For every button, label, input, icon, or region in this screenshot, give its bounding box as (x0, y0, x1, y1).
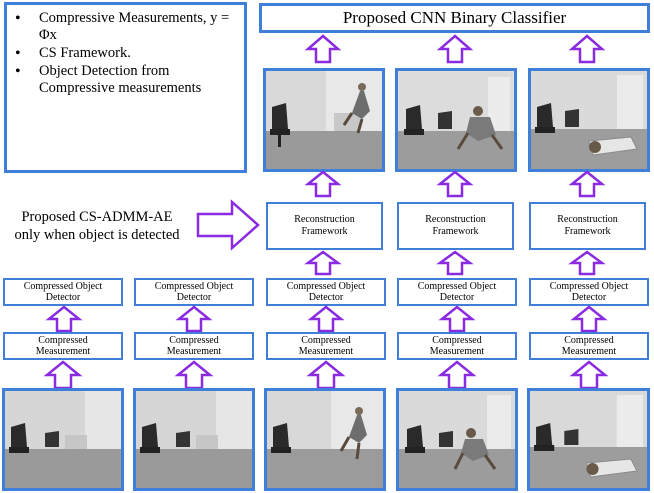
detector-label: Detector (439, 292, 475, 303)
input-frame-5 (527, 388, 650, 491)
measurement-label: Measurement (35, 346, 91, 357)
measurement-label: Compressed (169, 335, 219, 346)
input-frame-2 (133, 388, 255, 491)
up-arrow-icon (437, 360, 477, 390)
up-arrow-icon (436, 34, 474, 64)
up-arrow-icon (438, 305, 476, 333)
reconstructed-frame-3 (528, 68, 650, 172)
up-arrow-icon (570, 305, 608, 333)
bullet-item: Compressive Measurements, y = Φx (15, 10, 238, 44)
detector-label: Detector (45, 292, 81, 303)
up-arrow-icon (436, 170, 474, 198)
up-arrow-icon (45, 305, 83, 333)
detector-label: Compressed Object (154, 281, 234, 292)
cnn-classifier-label: Proposed CNN Binary Classifier (342, 8, 567, 27)
up-arrow-icon (568, 34, 606, 64)
up-arrow-icon (568, 170, 606, 198)
measurement-label: Compressed (432, 335, 482, 346)
up-arrow-icon (569, 360, 609, 390)
bullet-list: Compressive Measurements, y = Φx CS Fram… (7, 5, 244, 97)
reconstruction-label: Framework (564, 226, 611, 237)
measurement-label: Measurement (298, 346, 354, 357)
bullet-item: Object Detection from Compressive measur… (15, 63, 238, 97)
detector-label: Detector (571, 292, 607, 303)
reconstruction-label: Framework (432, 226, 479, 237)
up-arrow-icon (304, 34, 342, 64)
up-arrow-icon (304, 170, 342, 198)
up-arrow-icon (307, 305, 345, 333)
side-label: Proposed CS-ADMM-AE only when object is … (2, 208, 192, 244)
measurement-label: Compressed (301, 335, 351, 346)
up-arrow-icon (436, 250, 474, 276)
reconstruction-label: Reconstruction (557, 214, 618, 225)
reconstruction-label: Reconstruction (294, 214, 355, 225)
detector-label: Compressed Object (286, 281, 366, 292)
info-box: Compressive Measurements, y = Φx CS Fram… (4, 2, 247, 173)
measurement-label: Measurement (561, 346, 617, 357)
up-arrow-icon (43, 360, 83, 390)
measurement-label: Measurement (429, 346, 485, 357)
up-arrow-icon (304, 250, 342, 276)
input-frame-3 (264, 388, 386, 491)
reconstruction-label: Framework (301, 226, 348, 237)
detector-label: Detector (176, 292, 212, 303)
cnn-classifier-box: Proposed CNN Binary Classifier (259, 3, 650, 33)
reconstructed-frame-1 (263, 68, 385, 172)
measurement-label: Compressed (38, 335, 88, 346)
reconstruction-label: Reconstruction (425, 214, 486, 225)
detector-label: Compressed Object (23, 281, 103, 292)
up-arrow-icon (306, 360, 346, 390)
right-arrow-icon (196, 199, 260, 251)
detector-label: Detector (308, 292, 344, 303)
detector-label: Compressed Object (549, 281, 629, 292)
up-arrow-icon (175, 305, 213, 333)
measurement-label: Compressed (564, 335, 614, 346)
bullet-item: CS Framework. (15, 45, 238, 62)
detector-label: Compressed Object (417, 281, 497, 292)
input-frame-4 (396, 388, 518, 491)
input-frame-1 (2, 388, 124, 491)
up-arrow-icon (174, 360, 214, 390)
reconstructed-frame-2 (395, 68, 517, 172)
side-label-line2: only when object is detected (14, 227, 180, 243)
up-arrow-icon (568, 250, 606, 276)
measurement-label: Measurement (166, 346, 222, 357)
side-label-line1: Proposed CS-ADMM-AE (21, 209, 173, 225)
